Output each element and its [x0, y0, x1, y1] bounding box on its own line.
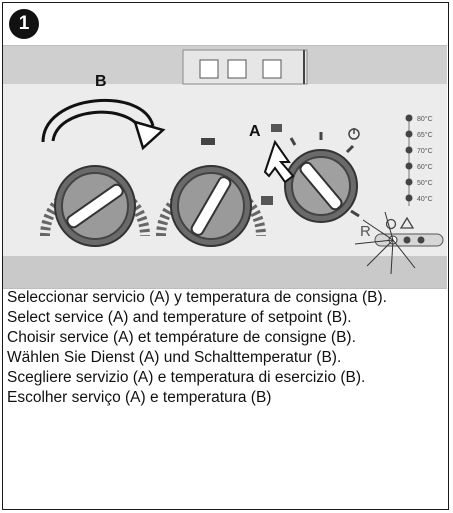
temp-label: 65°C: [417, 131, 433, 139]
temperature-led-column: [405, 114, 413, 206]
temp-label: 50°C: [417, 179, 433, 187]
step-badge: 1: [9, 9, 39, 39]
panel-bottom-bar: [3, 256, 447, 288]
temperature-knob-1: [40, 165, 150, 247]
temp-label: 40°C: [417, 195, 433, 203]
instruction-figure: 1: [2, 2, 449, 510]
display-digit: [262, 59, 282, 79]
caption-en: Select service (A) and temperature of se…: [7, 309, 352, 326]
selector-arrow: [263, 139, 295, 184]
reset-mark: R: [360, 223, 371, 240]
service-marker-label: A: [249, 123, 261, 140]
caption-it: Scegliere servizio (A) e temperatura di …: [7, 369, 366, 386]
temperature-marker-label: B: [95, 73, 107, 90]
rotation-arrow: [41, 98, 155, 143]
rotation-arrow-head: [133, 120, 166, 151]
service-selector-knob: [261, 124, 360, 223]
caption-block: Seleccionar servicio (A) y temperatura d…: [7, 288, 445, 408]
control-panel: 80°C 65°C 70°C 60°C 50°C 40°C R B A: [3, 45, 447, 289]
control-panel-drawing: 80°C 65°C 70°C 60°C 50°C 40°C R: [3, 46, 447, 288]
status-led-group: [354, 211, 444, 275]
display-digit: [227, 59, 247, 79]
temp-label: 60°C: [417, 163, 433, 171]
temp-label: 80°C: [417, 115, 433, 123]
temp-label: 70°C: [417, 147, 433, 155]
caption-de: Wählen Sie Dienst (A) und Schalttemperat…: [7, 349, 342, 366]
caption-es: Seleccionar servicio (A) y temperatura d…: [7, 289, 387, 306]
temperature-knob-2: [156, 138, 266, 247]
caption-fr: Choisir service (A) et température de co…: [7, 329, 356, 346]
display-digit: [199, 59, 219, 79]
caption-pt: Escolher serviço (A) e temperatura (B): [7, 389, 272, 406]
